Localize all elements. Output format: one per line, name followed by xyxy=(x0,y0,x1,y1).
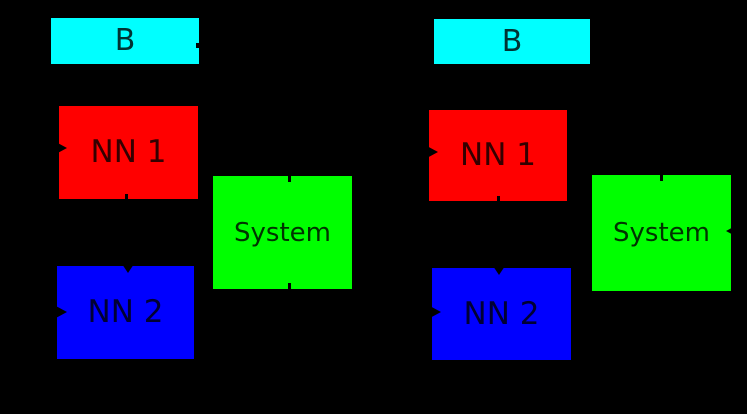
right-system-top-line-tail-icon xyxy=(660,175,663,181)
left-system-bottom-line-tail-icon xyxy=(288,283,291,289)
left-nn2-left-arrowhead-icon xyxy=(54,305,67,319)
left-system-block: System xyxy=(213,176,352,289)
left-nn1-block: NN 1 xyxy=(59,106,198,199)
left-b-block: B xyxy=(51,18,199,64)
right-system-right-arrowhead-icon xyxy=(726,224,739,238)
right-nn1-input-arrowhead-icon xyxy=(425,145,438,159)
right-b-block: B xyxy=(434,19,590,64)
right-system-block: System xyxy=(592,175,731,291)
left-nn1-output-line-tail-icon xyxy=(125,194,128,200)
right-nn2-top-arrowhead-icon xyxy=(493,266,505,275)
left-b-output-line-tail-icon xyxy=(196,43,200,48)
left-system-top-line-tail-icon xyxy=(288,176,291,182)
left-nn2-block: NN 2 xyxy=(57,266,194,359)
right-nn2-left-arrowhead-icon xyxy=(428,305,441,319)
right-nn1-block: NN 1 xyxy=(429,110,567,201)
right-nn1-output-line-tail-icon xyxy=(497,196,500,202)
left-nn2-top-arrowhead-icon xyxy=(122,264,134,273)
right-nn2-block: NN 2 xyxy=(432,268,571,360)
left-nn1-input-arrowhead-icon xyxy=(54,141,67,155)
